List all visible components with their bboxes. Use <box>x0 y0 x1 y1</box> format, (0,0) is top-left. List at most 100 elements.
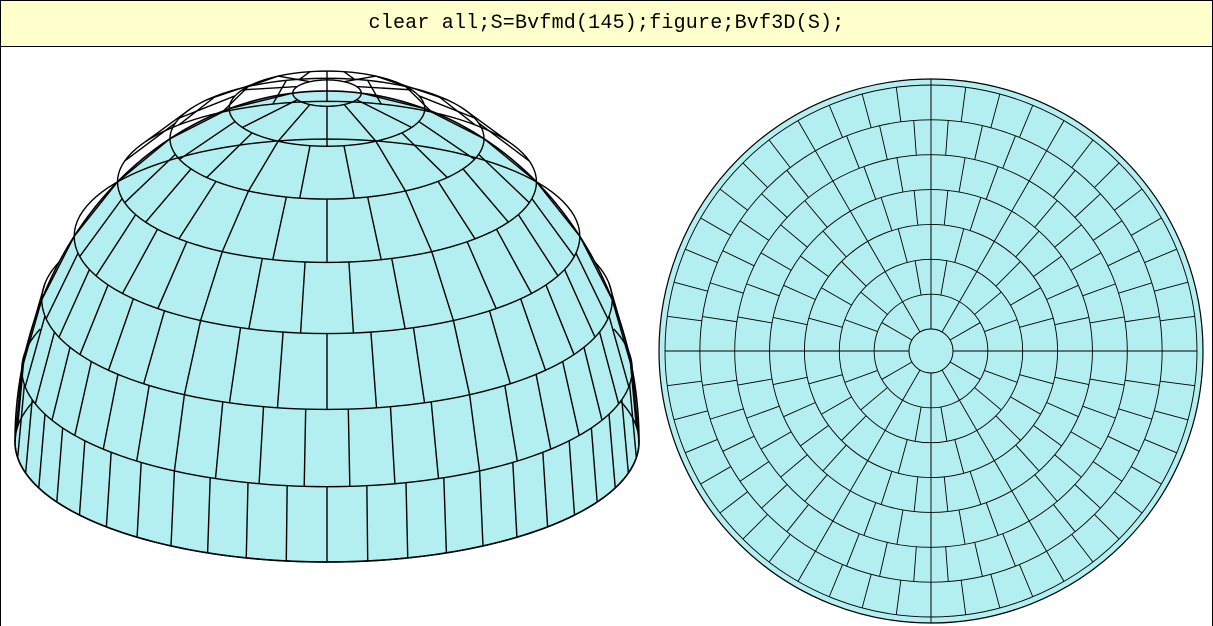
radial-line <box>1125 379 1160 386</box>
meridian-line <box>45 252 79 320</box>
radial-line <box>884 271 903 302</box>
meridian-line <box>418 95 475 119</box>
meridian-line <box>611 299 633 370</box>
radial-line <box>884 400 903 431</box>
radial-line <box>863 166 877 200</box>
meridian-line <box>183 320 202 395</box>
radial-line <box>832 490 851 522</box>
meridian-line <box>78 440 86 516</box>
radial-line <box>1054 376 1089 386</box>
radial-line <box>984 319 1018 332</box>
radial-line <box>995 261 1021 287</box>
radial-line <box>1071 534 1094 563</box>
radial-line <box>1070 431 1102 450</box>
meridian-line <box>431 251 455 321</box>
radial-line <box>783 402 816 418</box>
meridian-line <box>356 85 412 91</box>
meridian-line <box>135 385 150 462</box>
radial-line <box>863 502 877 536</box>
meridian-line <box>347 409 351 487</box>
meridian-line <box>468 394 481 472</box>
radial-line <box>902 369 921 401</box>
meridian-line <box>367 80 382 105</box>
radial-line <box>821 287 852 306</box>
radial-line <box>849 460 869 492</box>
radial-line <box>780 454 808 478</box>
radial-line <box>1071 139 1094 168</box>
radial-line <box>719 491 748 514</box>
meridian-line <box>124 153 176 204</box>
code-header: clear all;S=Bvfmd(145);figure;Bvf3D(S); <box>0 0 1213 47</box>
radial-line <box>976 430 995 461</box>
meridian-line <box>102 374 119 450</box>
meridian-line <box>579 236 613 301</box>
radial-line <box>737 378 773 386</box>
meridian-line <box>58 269 91 338</box>
meridian-line <box>401 132 448 179</box>
radial-line <box>1092 461 1123 482</box>
radial-line <box>841 415 867 441</box>
radial-line <box>914 260 922 296</box>
radial-line <box>954 228 965 263</box>
dome-3d-view <box>14 70 640 563</box>
radial-line <box>974 542 983 577</box>
radial-line <box>895 580 902 615</box>
radial-line <box>974 125 983 160</box>
meridian-line <box>206 132 253 179</box>
radial-line <box>841 261 867 287</box>
radial-line <box>1002 533 1016 567</box>
radial-line <box>993 460 1013 492</box>
radial-line <box>1010 396 1041 415</box>
radial-line <box>1019 317 1054 328</box>
meridian-line <box>221 85 249 113</box>
meridian-line <box>598 331 620 405</box>
meridian-line <box>466 241 497 309</box>
radial-line <box>1053 170 1076 198</box>
radial-line <box>1114 491 1143 514</box>
radial-line <box>1074 484 1101 509</box>
meridian-line <box>276 332 284 408</box>
radial-line <box>896 157 904 193</box>
meridian-line <box>517 214 559 277</box>
meridian-line <box>404 190 433 252</box>
meridian-line <box>575 252 609 320</box>
radial-line <box>881 361 913 380</box>
radial-line <box>896 509 904 545</box>
radial-line <box>990 574 1001 609</box>
radial-line <box>667 380 702 387</box>
radial-line <box>976 241 995 272</box>
meridian-line <box>56 427 64 503</box>
radial-line <box>1114 188 1143 211</box>
meridian-line <box>348 261 355 334</box>
radial-line <box>895 87 902 122</box>
radial-line <box>1028 150 1047 182</box>
radial-line <box>673 410 708 421</box>
meridian-line <box>375 140 407 192</box>
meridian-line <box>535 181 581 237</box>
meridian-line <box>563 269 596 338</box>
meridian-line <box>105 452 112 527</box>
radial-line <box>969 197 982 231</box>
radial-line <box>1034 200 1058 228</box>
radial-line <box>984 370 1018 383</box>
meridian-line <box>405 482 409 558</box>
meridian-line <box>277 75 310 83</box>
radial-line <box>861 93 872 128</box>
radial-line <box>879 125 888 160</box>
meridian-line <box>531 198 575 257</box>
radial-line <box>1011 490 1030 522</box>
radial-lines <box>14 71 640 562</box>
radial-line <box>700 217 732 236</box>
meridian-line <box>512 462 518 538</box>
radial-line <box>941 369 960 401</box>
radial-line <box>702 316 737 323</box>
meridian-line <box>16 353 26 427</box>
radial-line <box>958 509 966 545</box>
meridian-line <box>608 414 616 488</box>
meridian-line <box>375 75 406 88</box>
meridian-line <box>542 452 549 527</box>
radial-line <box>709 282 744 294</box>
meridian-line <box>41 236 75 301</box>
ring-line <box>228 70 426 147</box>
